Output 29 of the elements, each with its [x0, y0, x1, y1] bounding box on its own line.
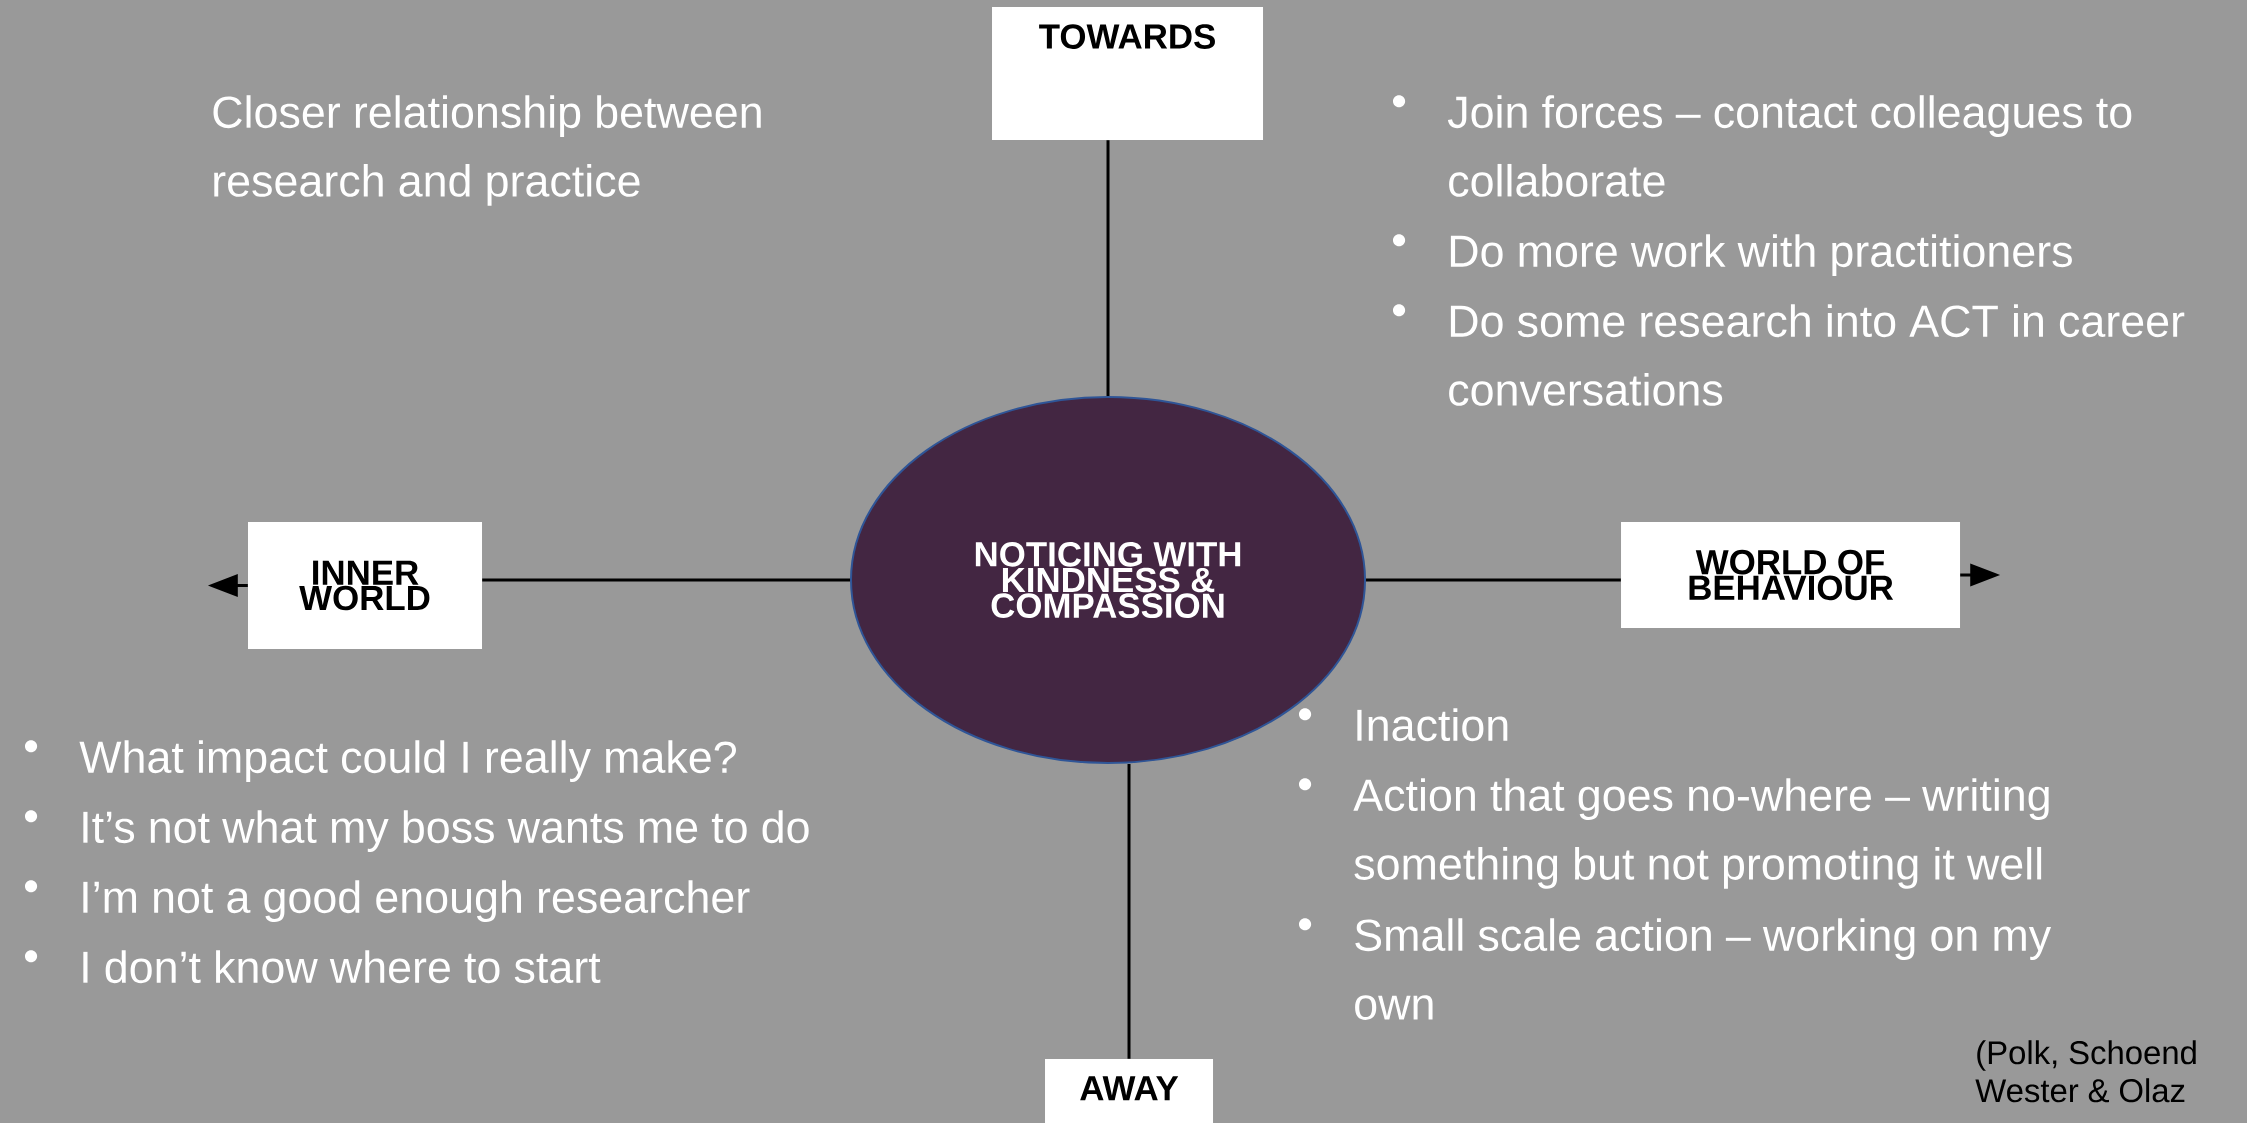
bullet: •: [1393, 304, 1406, 317]
bullet: •: [24, 950, 38, 963]
body-text: Small scale action – working on my own: [1355, 918, 2052, 1020]
body-text: I don’t know where to start: [83, 950, 601, 984]
body-text: Do some research into ACT in career conversations: [1449, 304, 2185, 406]
bullet: •: [24, 810, 38, 823]
body-text: Do more work with practitioners: [1450, 234, 2072, 276]
bullet: •: [24, 880, 38, 893]
bullet: •: [1393, 95, 1406, 108]
label-box: INNER WORLD: [248, 522, 482, 649]
bullet: •: [24, 740, 38, 753]
label-box: WORLD OF BEHAVIOUR: [1621, 522, 1961, 628]
body-text: It’s not what my boss wants me to do: [83, 810, 809, 852]
citation-text: Wester & Olaz: [1975, 1078, 2185, 1103]
connector-line: [1106, 140, 1110, 396]
body-text: I’m not a good enough researcher: [83, 880, 750, 922]
body-text: Closer relationship between research and practice: [213, 95, 761, 206]
body-text: Join forces – contact colleagues to collaborate: [1447, 95, 2132, 197]
bullet: •: [1393, 234, 1406, 247]
citation-text: (Polk, Schoend: [1977, 1040, 2196, 1071]
body-text: What impact could I really make?: [79, 740, 736, 782]
bullet: •: [1299, 918, 1312, 931]
connector-line: [1366, 578, 1621, 582]
connector-line: [482, 578, 850, 582]
body-text: Action that goes no-where – writing something but not promoting it well: [1353, 778, 2049, 889]
connector-line: [1127, 764, 1131, 1059]
label-box: AWAY: [1045, 1059, 1213, 1123]
label-box: TOWARDS: [992, 7, 1263, 140]
bullet: •: [1299, 708, 1312, 721]
